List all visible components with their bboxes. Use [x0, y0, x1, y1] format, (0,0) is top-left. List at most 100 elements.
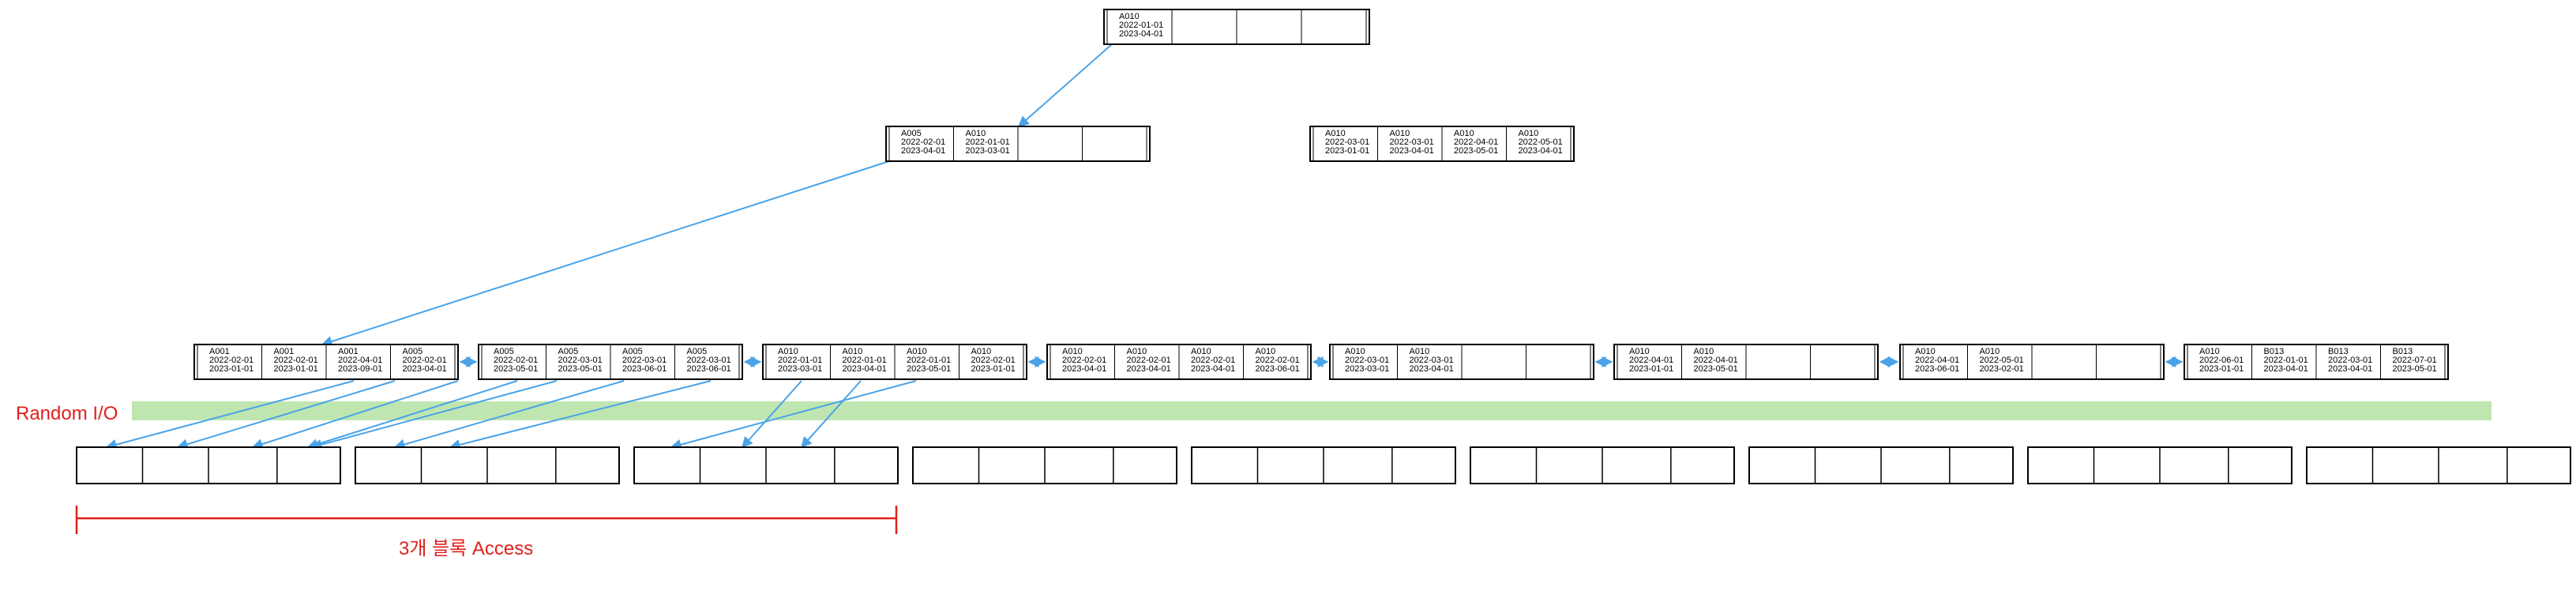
entry-date: 2023-05-01 [2393, 364, 2437, 374]
table-block [76, 446, 341, 484]
entry-date: 2022-02-01 [971, 356, 1016, 365]
entry-key: A005 [901, 129, 922, 138]
leaf-node: A0102022-04-012023-01-01A0102022-04-0120… [1613, 344, 1879, 380]
entry-date: 2023-04-01 [1519, 146, 1563, 156]
entry-date: 2022-02-01 [1256, 356, 1300, 365]
entry-date: 2022-04-01 [1454, 137, 1498, 147]
entry-key: A005 [494, 347, 514, 356]
entry-date: 2023-05-01 [558, 364, 603, 374]
entry-date: 2023-04-01 [901, 146, 945, 156]
pointer-arrow [176, 380, 396, 450]
leaf-node: A0102022-06-012023-01-01B0132022-01-0120… [2184, 344, 2449, 380]
entry-date: 2022-03-01 [1390, 137, 1434, 147]
entry-key: A010 [2199, 347, 2220, 356]
entry-date: 2022-03-01 [622, 356, 667, 365]
entry-key: B013 [2328, 347, 2349, 356]
entry-date: 2022-06-01 [2199, 356, 2244, 365]
entry-date: 2023-06-01 [1915, 364, 1959, 374]
access-label: 3개 블록 Access [399, 538, 533, 559]
entry-key: A005 [622, 347, 643, 356]
entry-date: 2022-01-01 [1119, 21, 1163, 30]
pointer-arrow [449, 380, 712, 450]
entry-date: 2023-04-01 [1410, 364, 1454, 374]
entry-date: 2022-04-01 [338, 356, 382, 365]
entry-key: A005 [403, 347, 423, 356]
entry-date: 2022-03-01 [2328, 356, 2372, 365]
entry-key: A001 [338, 347, 359, 356]
entry-date: 2022-03-01 [1410, 356, 1454, 365]
entry-date: 2023-04-01 [1390, 146, 1434, 156]
entry-date: 2022-02-01 [403, 356, 447, 365]
entry-date: 2023-06-01 [622, 364, 667, 374]
entry-key: A001 [209, 347, 230, 356]
table-block [1191, 446, 1456, 484]
pointer-arrow [310, 380, 558, 450]
entry-date: 2022-02-01 [1062, 356, 1106, 365]
entry-key: A010 [1519, 129, 1539, 138]
entry-date: 2023-01-01 [274, 364, 318, 374]
entry-date: 2022-01-01 [778, 356, 822, 365]
entry-key: A010 [1915, 347, 1936, 356]
entry-date: 2023-03-01 [778, 364, 822, 374]
entry-date: 2022-01-01 [966, 137, 1010, 147]
entry-key: A001 [274, 347, 295, 356]
entry-date: 2023-04-01 [1191, 364, 1235, 374]
leaf-node: A0102022-02-012023-04-01A0102022-02-0120… [1046, 344, 1312, 380]
entry-key: B013 [2393, 347, 2413, 356]
entry-key: A010 [1127, 347, 1147, 356]
branch-node: A0052022-02-012023-04-01A0102022-01-0120… [885, 126, 1151, 162]
entry-date: 2022-02-01 [901, 137, 945, 147]
pointer-arrow [105, 380, 355, 450]
table-block [633, 446, 899, 484]
entry-key: A005 [558, 347, 579, 356]
table-block [2027, 446, 2292, 484]
entry-date: 2023-04-01 [2328, 364, 2372, 374]
pointer-arrow [306, 380, 518, 450]
entry-date: 2022-05-01 [1980, 356, 2024, 365]
entry-date: 2022-04-01 [1629, 356, 1673, 365]
entry-date: 2023-01-01 [1629, 364, 1673, 374]
entry-date: 2022-01-01 [2264, 356, 2308, 365]
entry-date: 2023-05-01 [907, 364, 951, 374]
table-block [355, 446, 620, 484]
entry-date: 2023-04-01 [843, 364, 887, 374]
table-block [912, 446, 1177, 484]
pointer-arrow [321, 160, 890, 347]
entry-date: 2023-09-01 [338, 364, 382, 374]
entry-key: A010 [1256, 347, 1276, 356]
pointer-arrow [801, 380, 862, 449]
entry-key: A005 [687, 347, 708, 356]
entry-key: A010 [1694, 347, 1714, 356]
entry-date: 2022-03-01 [1345, 356, 1389, 365]
branch-node: A0102022-03-012023-01-01A0102022-03-0120… [1309, 126, 1575, 162]
entry-date: 2022-03-01 [1325, 137, 1369, 147]
entry-date: 2022-02-01 [209, 356, 253, 365]
entry-date: 2023-04-01 [1062, 364, 1106, 374]
entry-date: 2022-02-01 [494, 356, 538, 365]
entry-key: A010 [1345, 347, 1365, 356]
entry-date: 2023-03-01 [1345, 364, 1389, 374]
entry-key: A010 [843, 347, 863, 356]
entry-key: A010 [1062, 347, 1083, 356]
leaf-node: A0102022-01-012023-03-01A0102022-01-0120… [762, 344, 1027, 380]
entry-date: 2023-04-01 [1119, 29, 1163, 39]
leaf-node: A0102022-03-012023-03-01A0102022-03-0120… [1329, 344, 1594, 380]
entry-date: 2022-03-01 [687, 356, 731, 365]
table-block [1748, 446, 2014, 484]
entry-key: A010 [1390, 129, 1410, 138]
entry-key: A010 [966, 129, 986, 138]
entry-key: A010 [1119, 12, 1140, 21]
pointer-arrow [1017, 43, 1113, 127]
access-range-bracket [75, 506, 898, 534]
entry-date: 2022-01-01 [907, 356, 951, 365]
entry-date: 2022-02-01 [1191, 356, 1235, 365]
entry-date: 2023-04-01 [403, 364, 447, 374]
entry-date: 2023-01-01 [1325, 146, 1369, 156]
entry-key: A010 [1325, 129, 1346, 138]
entry-key: A010 [778, 347, 798, 356]
pointer-arrow [251, 380, 459, 450]
table-block [1470, 446, 1735, 484]
entry-date: 2023-06-01 [1256, 364, 1300, 374]
pointer-arrow [670, 380, 917, 450]
